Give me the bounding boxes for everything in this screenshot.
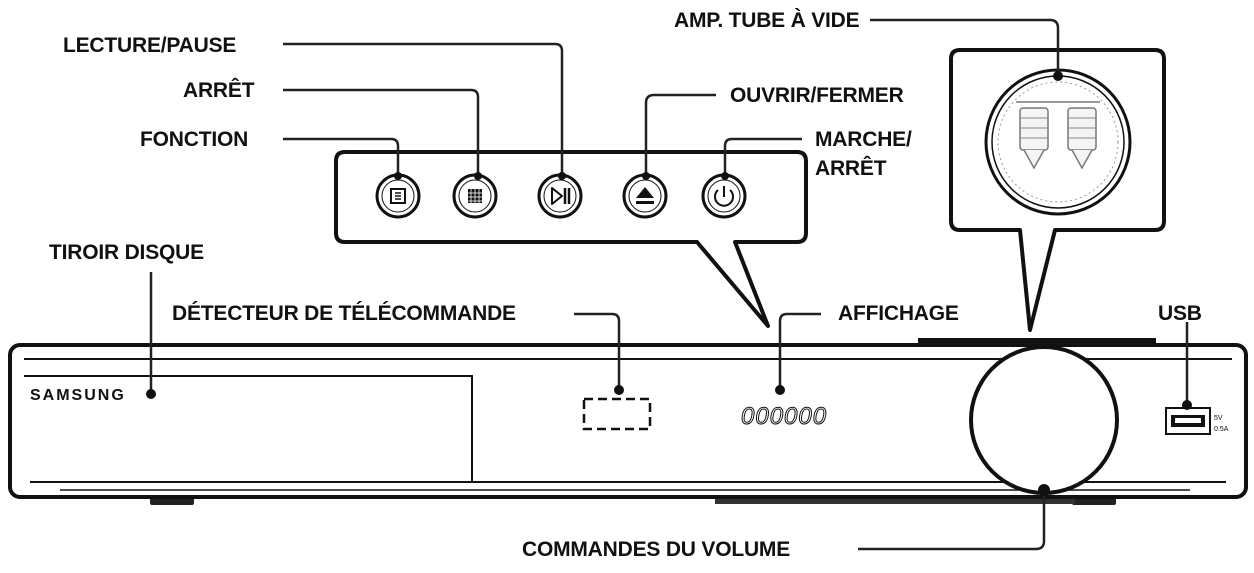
- brand-logo: SAMSUNG: [30, 387, 126, 404]
- leader-amp-tube: [870, 18, 1060, 76]
- leader-fonction: [283, 137, 400, 176]
- leader-lines: [149, 18, 1189, 551]
- stop-button[interactable]: [452, 173, 498, 219]
- remote-sensor: [582, 397, 652, 431]
- label-tiroir-disque: TIROIR DISQUE: [49, 241, 204, 264]
- vacuum-tube-icon: [984, 68, 1132, 216]
- label-affichage: AFFICHAGE: [838, 302, 959, 325]
- label-marche-line1: MARCHE/: [815, 128, 912, 151]
- function-button[interactable]: [375, 173, 421, 219]
- label-commandes-volume: COMMANDES DU VOLUME: [522, 538, 791, 561]
- power-button[interactable]: [701, 173, 747, 219]
- leader-volume: [858, 490, 1046, 551]
- label-detecteur: DÉTECTEUR DE TÉLÉCOMMANDE: [172, 302, 516, 325]
- function-icon: [390, 188, 406, 204]
- leader-affichage: [778, 312, 821, 390]
- leader-lecture-pause: [283, 42, 564, 176]
- usb-port[interactable]: [1165, 407, 1211, 435]
- usb-rating-line1: 5V: [1214, 415, 1223, 422]
- label-arret: ARRÊT: [183, 79, 255, 102]
- label-usb: USB: [1158, 302, 1202, 325]
- label-fonction: FONCTION: [140, 128, 249, 151]
- leader-marche-arret: [723, 137, 802, 176]
- label-ouvrir-fermer: OUVRIR/FERMER: [730, 84, 904, 107]
- play-pause-icon: [551, 187, 571, 205]
- stop-icon: [468, 189, 482, 203]
- label-amp-tube: AMP. TUBE À VIDE: [674, 9, 860, 32]
- disc-tray[interactable]: [24, 375, 473, 482]
- device-body: [8, 338, 1248, 505]
- display-readout: 000000: [741, 403, 827, 430]
- leader-arret: [283, 88, 480, 176]
- bottom-strip: [715, 498, 1075, 504]
- power-icon: [714, 186, 734, 207]
- eject-icon: [636, 187, 654, 204]
- leader-dots: [146, 71, 1192, 496]
- eject-button[interactable]: [622, 173, 668, 219]
- play-pause-button[interactable]: [537, 173, 583, 219]
- usb-rating-line2: 0.5A: [1214, 426, 1229, 433]
- volume-knob[interactable]: [969, 345, 1119, 495]
- top-strip: [918, 338, 1156, 347]
- label-lecture-pause: LECTURE/PAUSE: [63, 34, 237, 57]
- leader-detecteur: [574, 312, 621, 390]
- label-marche-line2: ARRÊT: [815, 157, 887, 180]
- device-shell: [8, 343, 1248, 499]
- leader-ouvrir-fermer: [644, 93, 716, 176]
